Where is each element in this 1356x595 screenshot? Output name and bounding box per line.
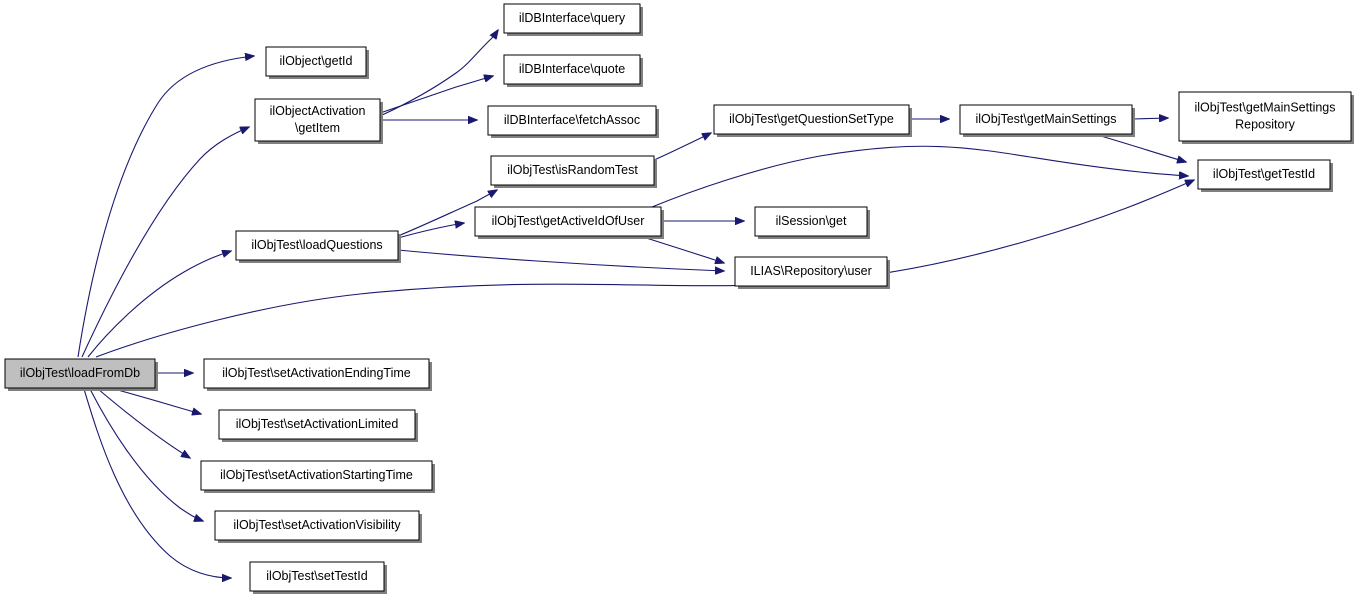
node-rect[interactable] [734, 256, 888, 287]
node-isRandomTest[interactable]: ilObjTest\isRandomTest [490, 155, 657, 188]
node-fetchAssoc[interactable]: ilDBInterface\fetchAssoc [487, 105, 659, 138]
node-label: ILIAS\Repository\user [750, 264, 872, 278]
node-label: Repository [1235, 117, 1295, 131]
node-getActiveIdOfUser[interactable]: ilObjTest\getActiveIdOfUser [474, 206, 664, 239]
call-edge-getActiveIdOfUser-to-getTestId [651, 145, 1188, 208]
node-setActivationEndingTime[interactable]: ilObjTest\setActivationEndingTime [203, 358, 432, 391]
node-getId[interactable]: ilObject\getId [265, 46, 369, 79]
node-rect[interactable] [487, 105, 657, 136]
node-label: \getItem [295, 121, 340, 135]
call-edge-loadQuestions-to-repositoryUser [397, 249, 724, 271]
node-getTestId[interactable]: ilObjTest\getTestId [1197, 159, 1333, 192]
node-rect[interactable] [503, 54, 641, 85]
call-edge-getItem-to-query [379, 30, 498, 117]
node-getQuestionSetType[interactable]: ilObjTest\getQuestionSetType [713, 104, 912, 137]
node-getMainSettings[interactable]: ilObjTest\getMainSettings [959, 104, 1135, 137]
node-label: ilObject\getId [280, 54, 353, 68]
node-label: ilObjTest\loadQuestions [251, 238, 382, 252]
node-label: ilObjTest\setActivationEndingTime [222, 366, 411, 380]
call-edge-loadFromDb-to-setActivationVisibility [89, 388, 203, 521]
node-rect[interactable] [754, 206, 868, 237]
node-rect[interactable] [254, 98, 381, 142]
node-label: ilObjTest\setActivationStartingTime [220, 468, 413, 482]
node-label: ilObjTest\setTestId [266, 569, 367, 583]
node-label: ilObjTest\setActivationLimited [236, 417, 399, 431]
node-loadQuestions[interactable]: ilObjTest\loadQuestions [235, 230, 401, 263]
node-setActivationVisibility[interactable]: ilObjTest\setActivationVisibility [214, 510, 422, 543]
node-label: ilDBInterface\fetchAssoc [504, 113, 640, 127]
node-repositoryUser[interactable]: ILIAS\Repository\user [734, 256, 890, 289]
call-edge-getMainSettings-to-getMainSettingsRepository [1131, 118, 1168, 119]
node-label: ilObjTest\getActiveIdOfUser [492, 214, 645, 228]
node-rect[interactable] [1197, 159, 1331, 190]
node-setTestId[interactable]: ilObjTest\setTestId [249, 561, 387, 594]
node-rect[interactable] [959, 104, 1133, 135]
node-label: ilObjTest\getMainSettings [975, 112, 1116, 126]
call-edge-loadFromDb-to-getItem [81, 127, 249, 358]
node-query[interactable]: ilDBInterface\query [503, 3, 643, 36]
node-rect[interactable] [203, 358, 430, 389]
node-rect[interactable] [474, 206, 662, 237]
call-edge-loadFromDb-to-setTestId [83, 388, 231, 578]
node-rect[interactable] [4, 358, 156, 389]
node-rect[interactable] [490, 155, 655, 186]
nodes-layer: ilObjTest\loadFromDb ilObject\getId ilObje… [4, 3, 1354, 594]
node-rect[interactable] [214, 510, 420, 541]
node-getItem[interactable]: ilObjectActivation \getItem [254, 98, 383, 144]
call-edge-loadFromDb-to-loadQuestions [87, 251, 231, 358]
node-rect[interactable] [235, 230, 399, 261]
node-label: ilObjTest\isRandomTest [507, 163, 638, 177]
node-rect[interactable] [249, 561, 385, 592]
node-loadFromDb[interactable]: ilObjTest\loadFromDb [4, 358, 158, 391]
node-rect[interactable] [503, 3, 641, 34]
node-label: ilObjTest\getTestId [1213, 167, 1315, 181]
node-label: ilDBInterface\query [519, 11, 626, 25]
call-edge-loadQuestions-to-isRandomTest [397, 190, 497, 237]
call-edge-loadFromDb-to-getTestId [95, 180, 1194, 358]
node-quote[interactable]: ilDBInterface\quote [503, 54, 643, 87]
node-setActivationLimited[interactable]: ilObjTest\setActivationLimited [218, 409, 418, 442]
node-rect[interactable] [1178, 91, 1352, 142]
node-setActivationStartingTime[interactable]: ilObjTest\setActivationStartingTime [200, 460, 435, 493]
node-rect[interactable] [713, 104, 910, 135]
call-edge-loadQuestions-to-getActiveIdOfUser [397, 223, 464, 239]
call-edge-isRandomTest-to-getQuestionSetType [653, 133, 711, 161]
node-label: ilSession\get [776, 214, 847, 228]
call-edge-loadFromDb-to-getId [77, 56, 254, 358]
call-edge-loadFromDb-to-setActivationLimited [113, 388, 201, 414]
node-rect[interactable] [218, 409, 416, 440]
node-label: ilDBInterface\quote [519, 62, 625, 76]
node-ilSessionGet[interactable]: ilSession\get [754, 206, 870, 239]
call-edge-getMainSettings-to-getTestId [1093, 133, 1186, 162]
call-edge-getItem-to-quote [379, 76, 493, 114]
node-label: ilObjTest\loadFromDb [20, 366, 140, 380]
node-label: ilObjectActivation [270, 104, 366, 118]
edges-layer [77, 30, 1194, 578]
call-edge-loadFromDb-to-setActivationStartingTime [97, 388, 190, 458]
node-rect[interactable] [265, 46, 367, 77]
node-label: ilObjTest\setActivationVisibility [233, 518, 401, 532]
node-label: ilObjTest\getQuestionSetType [729, 112, 894, 126]
node-label: ilObjTest\getMainSettings [1194, 100, 1335, 114]
call-edge-getActiveIdOfUser-to-repositoryUser [639, 235, 724, 263]
node-rect[interactable] [200, 460, 433, 491]
